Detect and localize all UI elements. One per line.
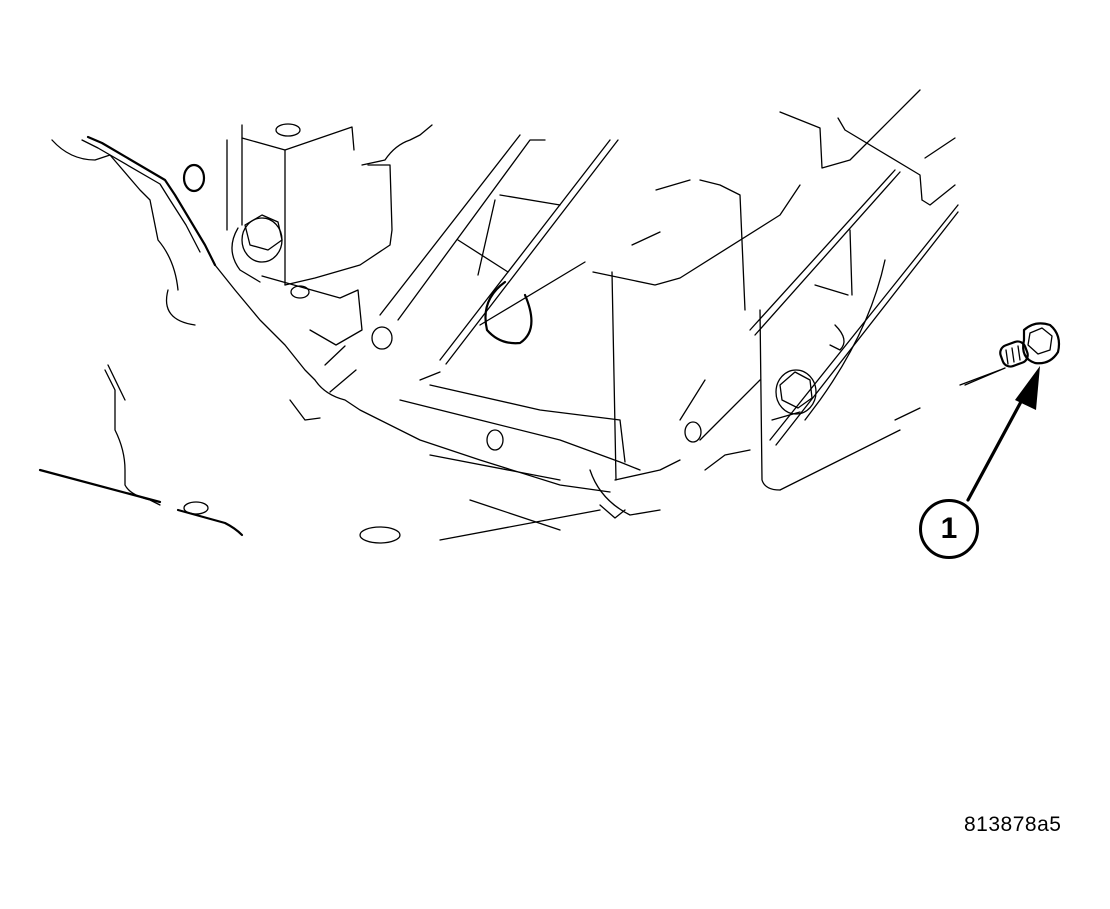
pan-bolt <box>964 322 1061 386</box>
central-block <box>359 179 901 544</box>
figure-id: 813878a5 <box>964 813 1062 836</box>
callout-1: 1 <box>919 499 979 559</box>
pan-ribs <box>379 134 641 471</box>
right-rib <box>679 89 1001 471</box>
left-bracket <box>226 123 433 421</box>
left-housing-outline <box>38 135 611 537</box>
callout-1-label: 1 <box>940 512 958 545</box>
callout-arrow <box>966 366 1040 502</box>
